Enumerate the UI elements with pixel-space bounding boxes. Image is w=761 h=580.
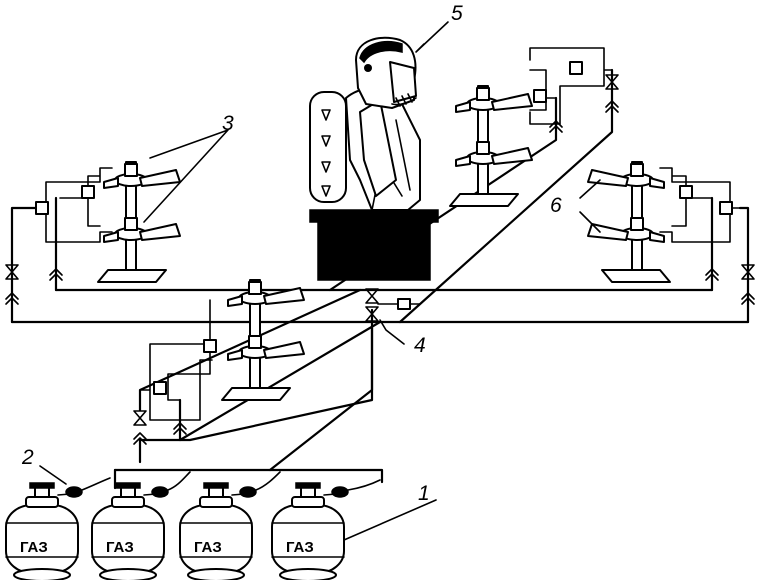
cylinder-header-pipe (113, 468, 384, 484)
gas-cylinder (91, 482, 165, 580)
cylinder-text: ГАЗ (286, 539, 314, 556)
label-main-valve: 4 (414, 334, 426, 357)
fire-suit-mannequin (309, 36, 439, 281)
label-fire-suit: 5 (451, 2, 463, 25)
main-valve (365, 288, 421, 322)
cylinder-text: ГАЗ (20, 539, 48, 556)
burner-stand (97, 161, 181, 283)
cylinder-text: ГАЗ (106, 539, 134, 556)
label-burner-holders: 6 (550, 194, 562, 217)
cylinder-text: ГАЗ (194, 539, 222, 556)
label-burners: 3 (222, 112, 234, 135)
label-valve: 2 (21, 446, 34, 469)
gas-cylinder (179, 482, 253, 580)
label-cylinders: 1 (418, 482, 430, 505)
gas-cylinder (5, 482, 79, 580)
leader-line (415, 21, 449, 53)
burner-stand (449, 85, 533, 207)
burner-stand (221, 279, 305, 401)
gas-cylinder (271, 482, 345, 580)
cylinder-valve (57, 471, 381, 498)
